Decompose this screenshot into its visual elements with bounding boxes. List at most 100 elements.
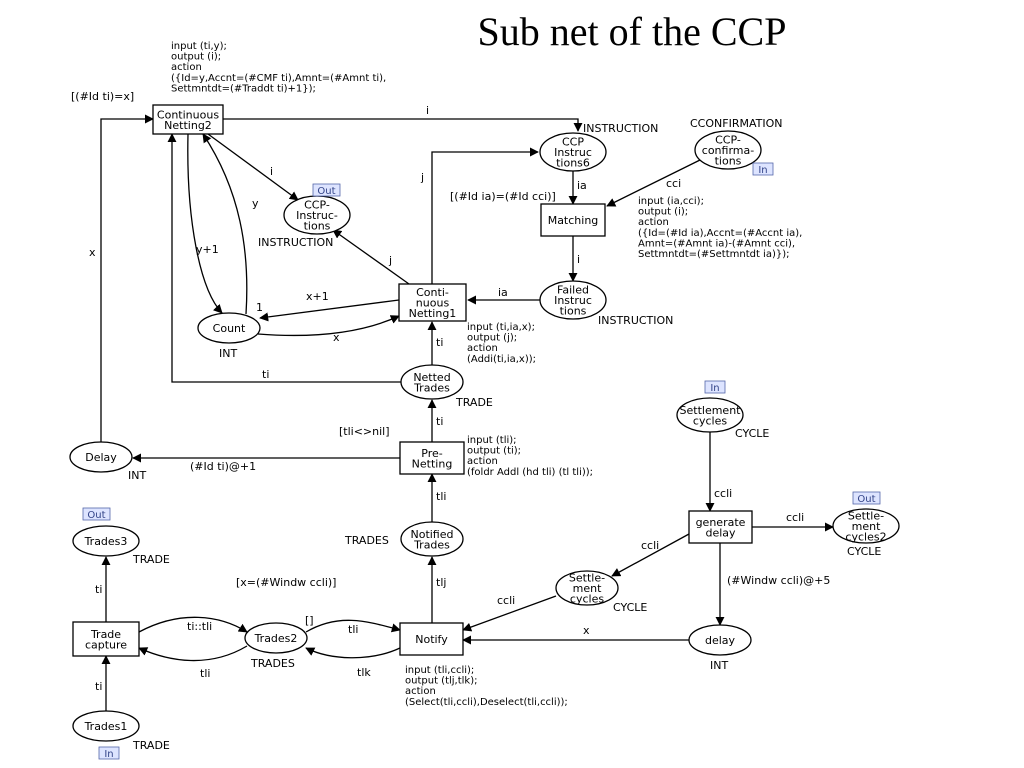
arc-inscription-count-to-cn1: x: [333, 331, 340, 344]
place-label: Trades3: [84, 535, 128, 548]
transition-shape: [540, 203, 606, 237]
transition-shape: [399, 441, 465, 475]
transition-code-line: output (i);: [638, 207, 688, 218]
port-tag: [704, 380, 726, 394]
place-type-label: INSTRUCTION: [258, 236, 333, 249]
transition-code-line: Settmntdt=(#Settmntdt ia)});: [638, 249, 790, 260]
place-type-label: TRADE: [455, 396, 493, 409]
arc-cn2-to-ccp-instructions-out: [207, 133, 299, 201]
transition-guard: [(#Id ti)=x]: [71, 90, 134, 103]
transition-code-line: input (ti,y);: [171, 41, 227, 52]
place-label: cycles: [693, 414, 727, 427]
place-label: delay: [705, 634, 736, 647]
transition-code-line: output (ti);: [467, 446, 521, 457]
place-type-label: TRADES: [250, 657, 295, 670]
arc-netted-to-cn2: [167, 133, 402, 383]
place-label: Trades: [413, 538, 450, 551]
place-label: Trades2: [254, 632, 298, 645]
place-label: cycles2: [845, 531, 886, 544]
place-type-label: INT: [710, 659, 728, 672]
place-label: CCP-: [715, 134, 741, 147]
arc-inscription-cn1-to-instr6: j: [420, 171, 424, 184]
place-shape: [197, 312, 261, 344]
place-label: Delay: [85, 451, 117, 464]
arc-inscription-delay-to-cn2: x: [89, 246, 96, 259]
transition-code-line: (Addi(ti,ia,x));: [467, 354, 536, 365]
transition-code-line: (foldr Addl (hd tli) (tl tli));: [467, 467, 593, 478]
arc-inscription-notify-to-trades2: tlk: [357, 666, 371, 679]
place-shape: [72, 525, 140, 557]
arc-inscription-failed-to-cn1: ia: [498, 286, 508, 299]
arc-inscription-delay-to-notify: x: [583, 624, 590, 637]
transition-pre-netting[interactable]: Pre-Netting[tli<>nil]input (tli);output …: [339, 425, 593, 478]
transition-guard: [tli<>nil]: [339, 425, 390, 438]
transition-label: delay: [705, 526, 736, 539]
place-type-label: INSTRUCTION: [598, 314, 673, 327]
arc-layer: [100, 114, 834, 711]
arc-inscription-netted-to-cn1: ti: [436, 336, 443, 349]
port-tag: [752, 162, 774, 176]
place-label: Settlement: [680, 404, 742, 417]
arc-inscription-settlement-to-generate: ccli: [714, 487, 732, 500]
place-label: Instruc-: [296, 209, 338, 222]
place-type-label: CCONFIRMATION: [690, 117, 782, 130]
transition-notify[interactable]: Notify[x=(#Windw ccli)]input (tli,ccli);…: [236, 576, 568, 708]
transition-code-line: input (tli);: [467, 435, 517, 446]
arc-cycles-mid-to-notify: [462, 595, 557, 632]
place-label: Settle-: [848, 510, 884, 523]
arc-cn2-to-ccp-instructions6: [223, 118, 583, 132]
arc-cn1-to-count: [259, 299, 400, 322]
arc-delay-to-cn2: [100, 114, 154, 442]
port-tag: [852, 491, 881, 505]
place-label: Netted: [413, 371, 450, 384]
arc-inscription-generate-to-delay: (#Windw ccli)@+5: [727, 574, 830, 587]
place-shape: [539, 132, 607, 172]
arc-inscription-prenetting-to-delay: (#Id ti)@+1: [190, 460, 256, 473]
place-type-label: TRADE: [132, 739, 170, 752]
arc-inscription-cn2-to-count: y+1: [196, 243, 219, 256]
place-shape: [539, 280, 607, 320]
arc-inscription-tc-to-trades3: ti: [95, 583, 102, 596]
place-label: Instruc: [554, 294, 592, 307]
transition-label: capture: [85, 638, 127, 651]
arc-inscription-trades1-to-tc: ti: [95, 680, 102, 693]
transition-code-line: action: [638, 217, 669, 228]
arc-inscription-matching-to-failed: i: [577, 253, 580, 266]
transition-code-line: action: [405, 686, 436, 697]
transition-shape: [688, 510, 753, 544]
transition-label: Conti-: [416, 286, 449, 299]
place-type-label: INSTRUCTION: [583, 122, 658, 135]
arc-trades2-to-tc: [138, 645, 248, 662]
place-shape: [832, 508, 900, 544]
arc-cn2-to-count: [187, 133, 223, 314]
transition-shape: [72, 621, 140, 657]
arc-inscription-generate-to-cycles-mid: ccli: [641, 539, 659, 552]
transition-matching[interactable]: Matching[(#Id ia)=(#Id cci)]input (ia,cc…: [450, 190, 802, 260]
transition-label: Netting1: [409, 307, 457, 320]
transition-code-line: input (tli,ccli);: [405, 665, 474, 676]
port-tag: [82, 507, 111, 521]
transition-guard: [(#Id ia)=(#Id cci)]: [450, 190, 556, 203]
arc-cn1-to-ccp-instructions6: [431, 147, 539, 284]
